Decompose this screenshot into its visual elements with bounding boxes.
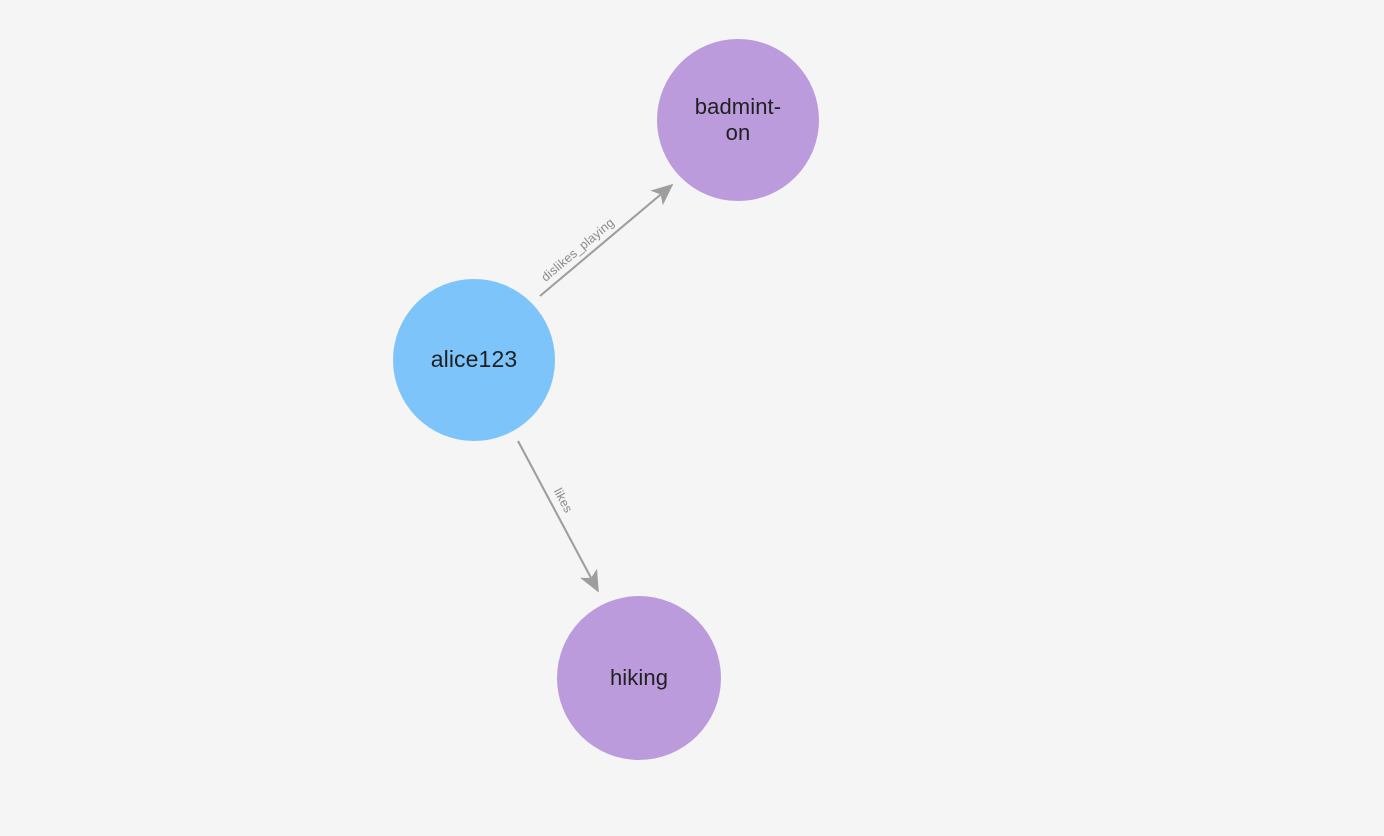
graph-node-label-badminton: badmint- on	[694, 94, 782, 145]
graph-node-alice123[interactable]: alice123	[393, 279, 555, 441]
graph-node-hiking[interactable]: hiking	[557, 596, 721, 760]
graph-node-badminton[interactable]: badmint- on	[657, 39, 819, 201]
graph-edge-dislikes-playing[interactable]	[539, 183, 674, 297]
graph-edge-likes[interactable]	[517, 440, 599, 593]
graph-node-label-alice123: alice123	[430, 346, 518, 373]
graph-node-label-hiking: hiking	[609, 665, 669, 691]
